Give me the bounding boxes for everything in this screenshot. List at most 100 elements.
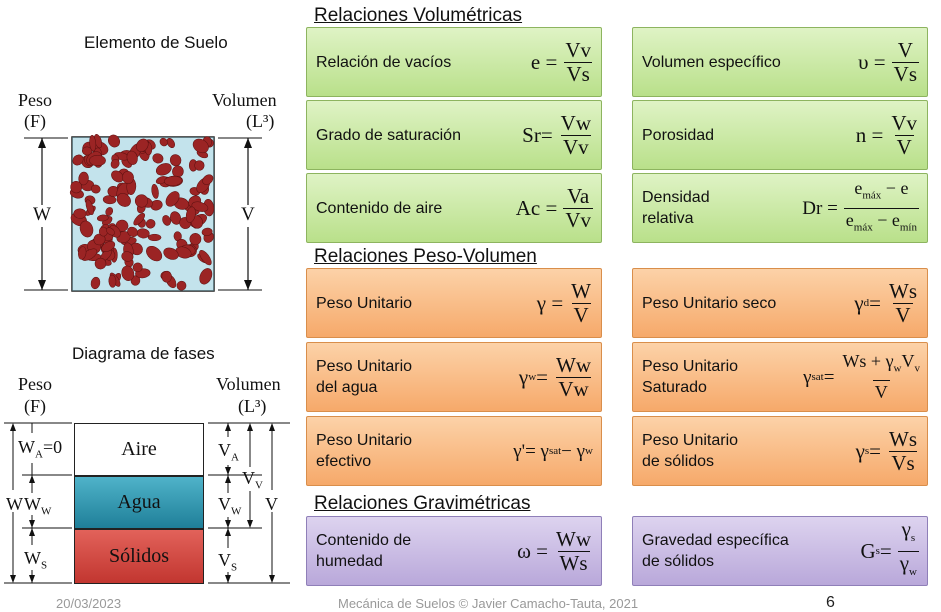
soil-grain <box>185 206 196 223</box>
soil-grain <box>170 211 182 225</box>
soil-grain <box>90 184 101 194</box>
ws-label: WS <box>24 548 48 572</box>
label: Peso Unitario <box>316 294 413 312</box>
soil-grain <box>127 226 138 237</box>
v-total-label: V <box>265 494 278 514</box>
soil-grain <box>121 251 134 262</box>
soil-grain <box>110 158 120 169</box>
soil-grain <box>192 138 209 154</box>
soil-grain <box>145 219 156 229</box>
soil-grain <box>176 280 187 291</box>
soil-grain <box>79 220 94 238</box>
soil-grain <box>94 257 107 270</box>
soil-grain <box>115 219 129 232</box>
soil-element-diagram <box>24 133 262 292</box>
soil-grain <box>161 270 172 283</box>
soil-grain <box>151 184 159 199</box>
soil-grain <box>122 171 134 184</box>
soil-grain <box>108 274 117 288</box>
label: Contenido de aire <box>316 199 443 217</box>
soil-grain <box>202 174 214 185</box>
w-total-label: W <box>6 494 23 514</box>
soil-grain <box>105 227 115 236</box>
soil-grain <box>73 208 87 219</box>
soil-grain <box>132 262 143 273</box>
soil-grain <box>101 241 116 252</box>
label: Densidad relativa <box>642 189 710 227</box>
label: Porosidad <box>642 126 715 144</box>
va-label: VA <box>218 440 239 464</box>
volumen2-label: Volumen <box>216 374 281 394</box>
label: Peso Unitario del agua <box>316 358 413 396</box>
soil-grain <box>108 134 120 148</box>
soil-grain <box>175 246 192 259</box>
vs-label: VS <box>218 550 238 574</box>
soil-grain <box>163 247 179 260</box>
soil-grain <box>70 180 83 194</box>
section-volumetric: Relaciones Volumétricas <box>314 5 523 26</box>
soil-grain <box>89 134 97 152</box>
soil-grain <box>191 201 209 212</box>
label: Volumen específico <box>642 53 781 71</box>
label: Peso Unitario efectivo <box>316 432 413 470</box>
label: Peso Unitario de sólidos <box>642 432 739 470</box>
volumen-label: Volumen <box>212 90 277 110</box>
soil-grain <box>147 233 162 242</box>
soil-grain <box>166 137 176 149</box>
soil-grain <box>152 153 164 164</box>
soil-grain <box>199 249 212 266</box>
soil-grain <box>164 175 183 186</box>
v-label: V <box>241 204 255 225</box>
footer-page: 6 <box>826 594 835 611</box>
diagram-title: Diagrama de fases <box>72 344 215 363</box>
soil-grain <box>169 154 182 167</box>
section-gravimetric: Relaciones Gravimétricas <box>314 493 531 514</box>
soil-grain <box>72 154 84 166</box>
box-densidad-relativa: Densidad relativa Dr = emáx − e emáx − e… <box>632 173 928 243</box>
phase-water: Agua <box>74 476 204 529</box>
soil-grain <box>111 170 124 183</box>
footer-date: 20/03/2023 <box>56 596 122 611</box>
soil-grain <box>78 246 87 260</box>
phase-dimension-lines <box>4 422 290 584</box>
phase-air: Aire <box>74 423 204 476</box>
peso2-unit: (F) <box>24 396 46 416</box>
soil-grain <box>105 207 114 216</box>
soil-grain <box>78 171 89 186</box>
soil-grain <box>159 137 168 147</box>
soil-grain <box>134 194 149 208</box>
label: Contenido de humedad <box>316 532 412 570</box>
soil-grain <box>93 233 106 246</box>
w-label: W <box>33 204 51 225</box>
wa-label: WA=0 <box>18 437 63 461</box>
soil-grain <box>89 154 106 167</box>
peso-unit: (F) <box>24 111 46 131</box>
section-weight-volume: Relaciones Peso-Volumen <box>314 246 537 267</box>
label: Gravedad específica de sólidos <box>642 532 789 570</box>
volumen2-unit: (L³) <box>238 396 267 416</box>
peso2-label: Peso <box>18 374 53 394</box>
soil-grain <box>189 233 202 246</box>
vw-label: VW <box>218 494 242 518</box>
soil-grains <box>69 133 215 291</box>
soil-grain <box>155 163 172 176</box>
ww-label: WW <box>24 494 52 518</box>
element-title: Elemento de Suelo <box>84 33 228 52</box>
